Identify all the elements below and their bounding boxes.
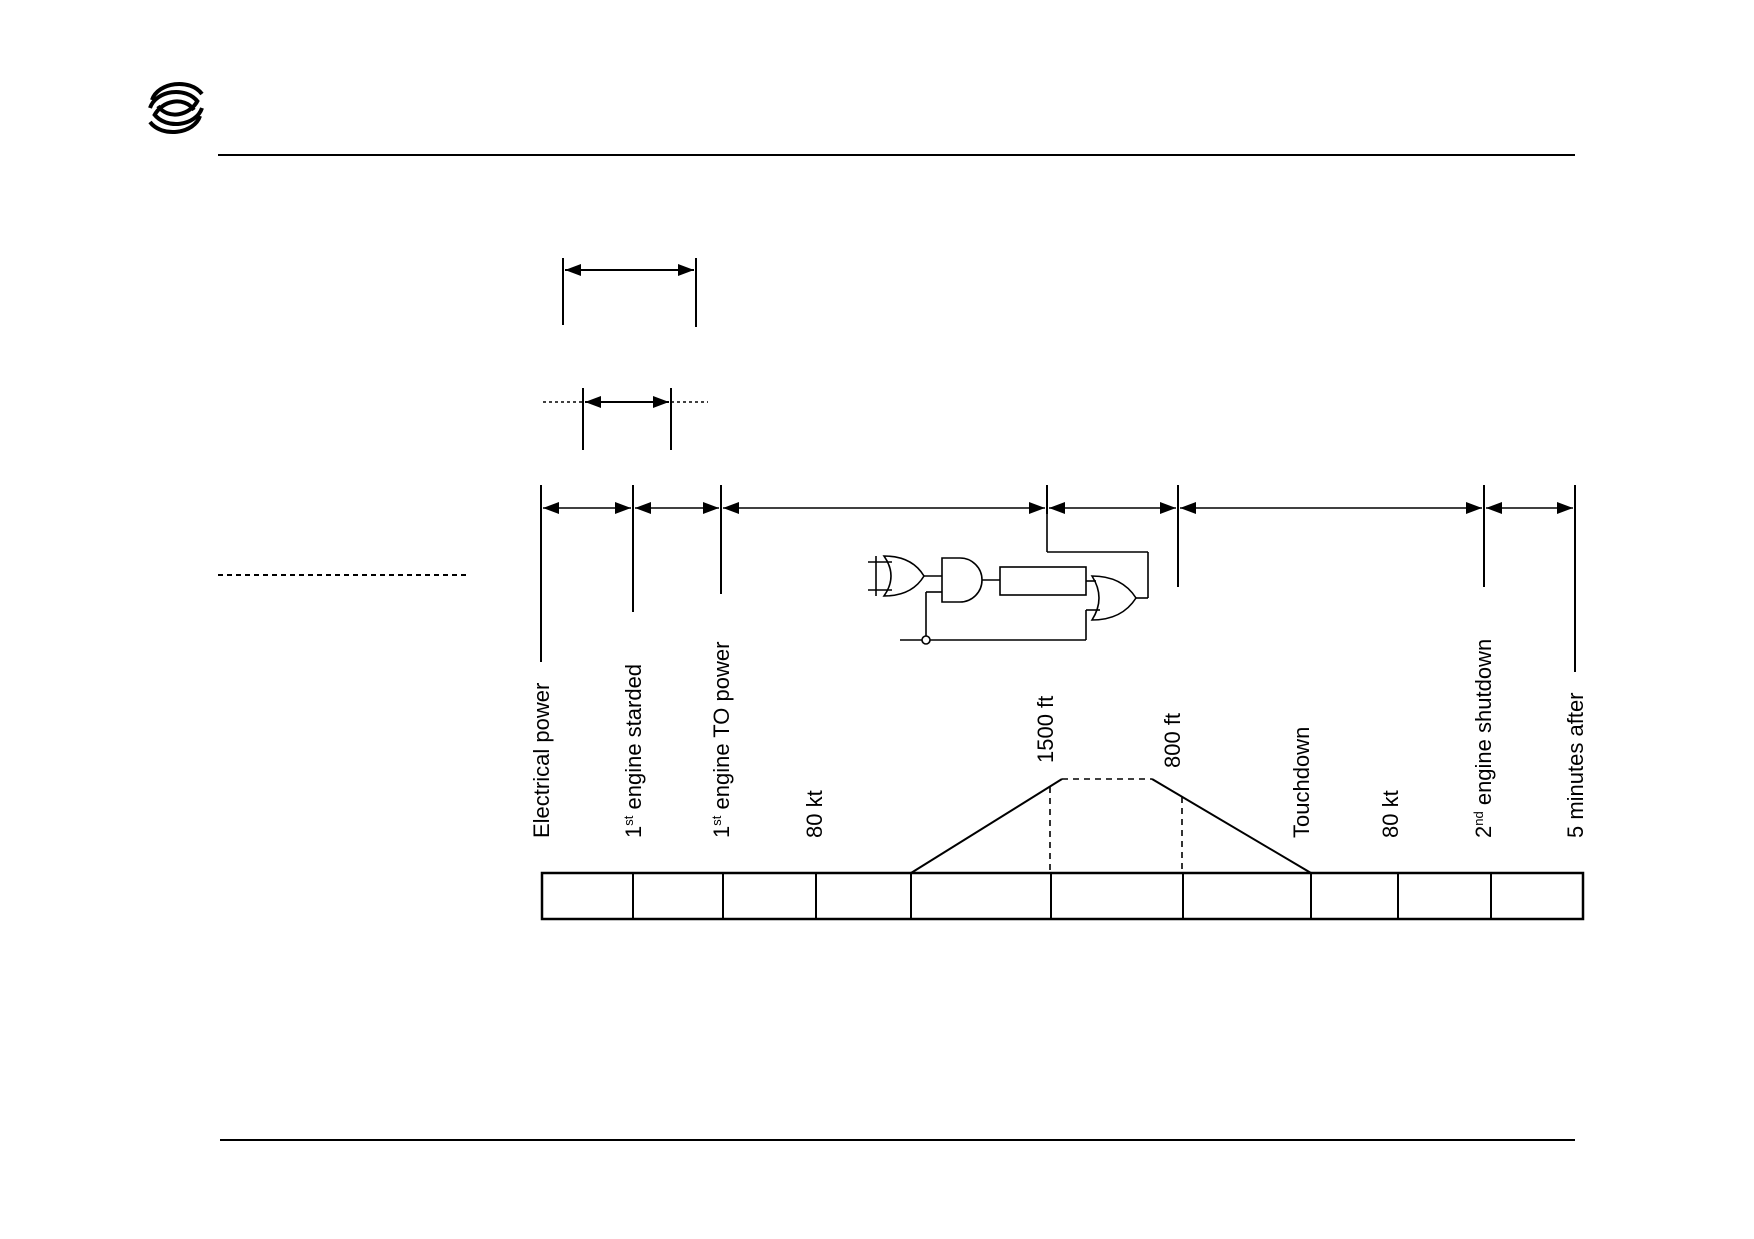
swirl-logo-icon (148, 81, 204, 135)
label-electrical-power: Electrical power (529, 683, 554, 838)
timeline-labels: Electrical power 1st engine starded 1st … (529, 639, 1588, 838)
window-duration-bracket (543, 388, 708, 450)
flight-profile (910, 778, 1312, 874)
label-alt-800ft: 800 ft (1160, 713, 1185, 768)
delay-block (999, 566, 1087, 596)
label-speed-80kt-landing: 80 kt (1378, 790, 1403, 838)
timeline-ticks (540, 485, 1576, 672)
label-alt-1500ft: 1500 ft (1033, 696, 1058, 763)
logic-circuit (868, 510, 1149, 645)
inverter-bubble (921, 635, 931, 645)
label-first-engine-to-power: 1st engine TO power (709, 642, 734, 838)
label-second-engine-shutdown: 2nd engine shutdown (1471, 639, 1496, 838)
label-first-engine-started: 1st engine starded (621, 664, 646, 838)
label-five-minutes-after: 5 minutes after (1563, 692, 1588, 838)
label-touchdown: Touchdown (1289, 727, 1314, 838)
label-speed-80kt-takeoff: 80 kt (802, 790, 827, 838)
phase-strip (540, 871, 1585, 921)
top-duration-bracket (562, 258, 697, 327)
or-gate (1090, 575, 1137, 621)
and-gate (941, 557, 983, 603)
or-gate (882, 555, 925, 597)
